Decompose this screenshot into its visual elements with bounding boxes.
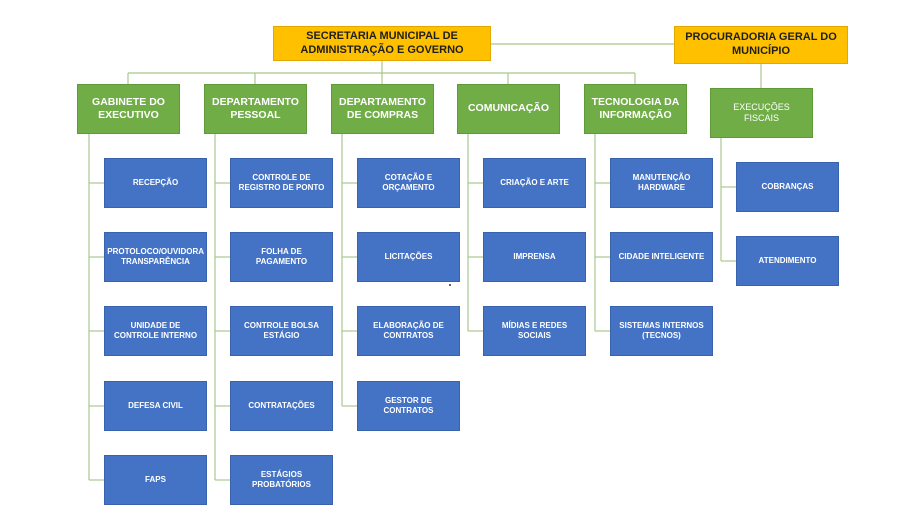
- item-recepcao: RECEPÇÃO: [104, 158, 207, 208]
- secretaria-label: SECRETARIA MUNICIPAL DE ADMINISTRAÇÃO E …: [300, 29, 464, 56]
- item-imprensa: IMPRENSA: [483, 232, 586, 282]
- item-cobrancas-label: COBRANÇAS: [761, 182, 814, 191]
- dept-comunicacao-label: COMUNICAÇÃO: [467, 102, 550, 115]
- item-faps-label: FAPS: [145, 475, 166, 484]
- item-folha-pagamento: FOLHA DE PAGAMENTO: [230, 232, 333, 282]
- item-imprensa-label: IMPRENSA: [513, 252, 556, 261]
- item-controle-interno-label: UNIDADE DE CONTROLE INTERNO: [113, 321, 198, 340]
- item-bolsa-estagio-label: CONTROLE BOLSA ESTÁGIO: [243, 321, 320, 340]
- item-criacao-arte: CRIAÇÃO E ARTE: [483, 158, 586, 208]
- dept-pessoal: DEPARTAMENTO PESSOAL: [204, 84, 307, 134]
- item-midias-redes-label: MÍDIAS E REDES SOCIAIS: [501, 321, 568, 340]
- item-criacao-arte-label: CRIAÇÃO E ARTE: [500, 178, 569, 187]
- item-faps: FAPS: [104, 455, 207, 505]
- dept-compras-label: DEPARTAMENTO DE COMPRAS: [339, 95, 426, 121]
- execucoes-fiscais-label: EXECUÇÕES FISCAIS: [733, 101, 790, 123]
- item-defesa-civil: DEFESA CIVIL: [104, 381, 207, 431]
- stray-dot: [449, 284, 451, 286]
- item-midias-redes: MÍDIAS E REDES SOCIAIS: [483, 306, 586, 356]
- secretaria-box: SECRETARIA MUNICIPAL DE ADMINISTRAÇÃO E …: [273, 26, 491, 61]
- item-contratacoes: CONTRATAÇÕES: [230, 381, 333, 431]
- item-protocolo-label: PROTOLOCO/OUVIDORA TRANSPARÊNCIA: [107, 247, 205, 266]
- item-manutencao-hardware-label: MANUTENÇÃO HARDWARE: [632, 173, 691, 192]
- item-recepcao-label: RECEPÇÃO: [132, 178, 179, 187]
- item-licitacoes-label: LICITAÇÕES: [384, 252, 433, 261]
- item-controle-interno: UNIDADE DE CONTROLE INTERNO: [104, 306, 207, 356]
- item-gestor-contratos-label: GESTOR DE CONTRATOS: [383, 396, 434, 415]
- dept-compras: DEPARTAMENTO DE COMPRAS: [331, 84, 434, 134]
- item-cobrancas: COBRANÇAS: [736, 162, 839, 212]
- item-sistemas-internos: SISTEMAS INTERNOS (TECNOS): [610, 306, 713, 356]
- dept-comunicacao: COMUNICAÇÃO: [457, 84, 560, 134]
- item-manutencao-hardware: MANUTENÇÃO HARDWARE: [610, 158, 713, 208]
- item-elaboracao-contratos: ELABORAÇÃO DE CONTRATOS: [357, 306, 460, 356]
- dept-pessoal-label: DEPARTAMENTO PESSOAL: [212, 95, 299, 121]
- item-cotacao-label: COTAÇÃO E ORÇAMENTO: [382, 173, 435, 192]
- item-cidade-inteligente: CIDADE INTELIGENTE: [610, 232, 713, 282]
- dept-tecnologia: TECNOLOGIA DA INFORMAÇÃO: [584, 84, 687, 134]
- item-cidade-inteligente-label: CIDADE INTELIGENTE: [618, 252, 705, 261]
- item-protocolo: PROTOLOCO/OUVIDORA TRANSPARÊNCIA: [104, 232, 207, 282]
- item-licitacoes: LICITAÇÕES: [357, 232, 460, 282]
- procuradoria-label: PROCURADORIA GERAL DO MUNICÍPIO: [685, 31, 837, 57]
- item-registro-ponto: CONTROLE DE REGISTRO DE PONTO: [230, 158, 333, 208]
- item-atendimento-label: ATENDIMENTO: [758, 256, 817, 265]
- item-registro-ponto-label: CONTROLE DE REGISTRO DE PONTO: [238, 173, 325, 192]
- item-bolsa-estagio: CONTROLE BOLSA ESTÁGIO: [230, 306, 333, 356]
- dept-gabinete: GABINETE DO EXECUTIVO: [77, 84, 180, 134]
- item-estagios-probatorios-label: ESTÁGIOS PROBATÓRIOS: [252, 470, 311, 489]
- item-sistemas-internos-label: SISTEMAS INTERNOS (TECNOS): [619, 321, 704, 340]
- procuradoria-box: PROCURADORIA GERAL DO MUNICÍPIO: [674, 26, 848, 64]
- item-contratacoes-label: CONTRATAÇÕES: [248, 401, 315, 410]
- dept-gabinete-label: GABINETE DO EXECUTIVO: [92, 95, 165, 121]
- item-defesa-civil-label: DEFESA CIVIL: [128, 401, 183, 410]
- item-cotacao: COTAÇÃO E ORÇAMENTO: [357, 158, 460, 208]
- item-estagios-probatorios: ESTÁGIOS PROBATÓRIOS: [230, 455, 333, 505]
- item-atendimento: ATENDIMENTO: [736, 236, 839, 286]
- item-folha-pagamento-label: FOLHA DE PAGAMENTO: [255, 247, 308, 266]
- item-gestor-contratos: GESTOR DE CONTRATOS: [357, 381, 460, 431]
- dept-tecnologia-label: TECNOLOGIA DA INFORMAÇÃO: [591, 95, 680, 121]
- execucoes-fiscais-box: EXECUÇÕES FISCAIS: [710, 88, 813, 138]
- item-elaboracao-contratos-label: ELABORAÇÃO DE CONTRATOS: [373, 321, 444, 340]
